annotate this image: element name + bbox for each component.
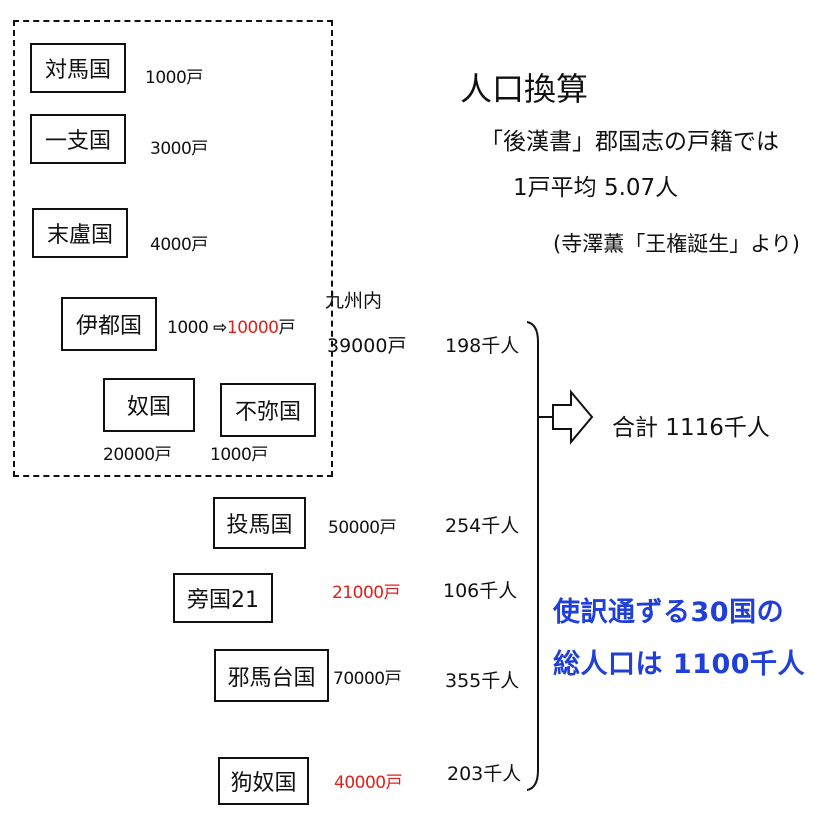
kyushu-households: 39000戸 bbox=[327, 335, 407, 357]
country-box-kuna: 狗奴国 bbox=[218, 757, 309, 805]
population-kuna: 203千人 bbox=[447, 763, 522, 785]
conclusion-line-2: 総人口は 1100千人 bbox=[553, 649, 806, 680]
households-ito-after: 10000 bbox=[226, 318, 279, 338]
country-name-kuna: 狗奴国 bbox=[230, 771, 297, 796]
country-name-tsushima: 対馬国 bbox=[44, 58, 111, 83]
total-population: 合計 1116千人 bbox=[612, 415, 770, 441]
country-name-fumi: 不弥国 bbox=[234, 400, 301, 425]
country-box-matsuro: 末盧国 bbox=[32, 208, 128, 258]
households-kuna: 40000戸 bbox=[334, 773, 403, 793]
country-box-ito: 伊都国 bbox=[61, 297, 157, 351]
heading-line-1: 「後漢書」郡国志の戸籍では bbox=[480, 129, 779, 155]
households-ito-before: 1000 bbox=[167, 318, 209, 338]
households-tsuma: 50000戸 bbox=[328, 518, 397, 538]
sum-brace bbox=[526, 321, 539, 791]
country-box-yamatai: 邪馬台国 bbox=[214, 649, 329, 702]
country-box-na: 奴国 bbox=[103, 378, 195, 432]
country-name-yamatai: 邪馬台国 bbox=[227, 665, 316, 691]
country-box-tsuma: 投馬国 bbox=[213, 497, 306, 549]
households-bokoku: 21000戸 bbox=[332, 583, 401, 603]
kyushu-population: 198千人 bbox=[445, 335, 520, 357]
page-title: 人口換算 bbox=[460, 70, 589, 108]
population-tsuma: 254千人 bbox=[445, 515, 520, 537]
households-yamatai: 70000戸 bbox=[333, 669, 402, 689]
conclusion-line-1: 使訳通ずる30国の bbox=[553, 597, 785, 628]
households-ito-unit: 戸 bbox=[278, 318, 296, 338]
population-yamatai: 355千人 bbox=[445, 670, 520, 692]
country-name-iki: 一支国 bbox=[44, 129, 111, 154]
households-na: 20000戸 bbox=[103, 445, 172, 465]
country-name-matsuro: 末盧国 bbox=[46, 223, 113, 248]
country-name-na: 奴国 bbox=[126, 395, 171, 420]
population-bokoku: 106千人 bbox=[443, 580, 518, 602]
kyushu-label: 九州内 bbox=[325, 290, 383, 312]
total-arrow-icon bbox=[539, 389, 594, 445]
heading-source: (寺澤薫「王権誕生」より) bbox=[553, 232, 800, 256]
country-box-fumi: 不弥国 bbox=[220, 383, 316, 437]
households-fumi: 1000戸 bbox=[210, 445, 268, 465]
country-name-bokoku: 旁国21 bbox=[187, 588, 259, 613]
country-name-tsuma: 投馬国 bbox=[226, 513, 293, 538]
country-name-ito: 伊都国 bbox=[75, 314, 142, 339]
households-iki: 3000戸 bbox=[150, 139, 208, 159]
country-box-tsushima: 対馬国 bbox=[30, 43, 126, 93]
households-matsuro: 4000戸 bbox=[150, 235, 208, 255]
heading-line-2: 1戸平均 5.07人 bbox=[513, 175, 679, 201]
kyushu-group-frame bbox=[13, 20, 333, 477]
country-box-iki: 一支国 bbox=[30, 114, 126, 164]
country-box-bokoku: 旁国21 bbox=[173, 573, 273, 623]
arrow-right-icon: ⇨ bbox=[213, 318, 227, 338]
households-ito: 1000 ⇨10000戸 bbox=[167, 313, 296, 338]
households-tsushima: 1000戸 bbox=[145, 68, 203, 88]
